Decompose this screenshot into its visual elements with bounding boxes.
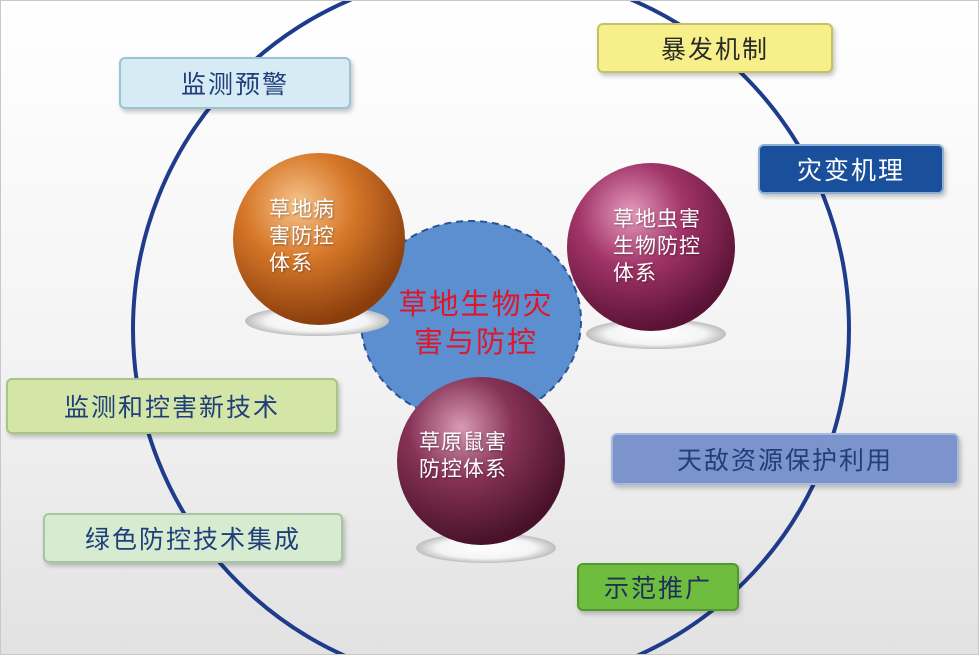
disease-sphere-label: 草地病 害防控 体系 xyxy=(269,197,335,275)
center-title-line-1: 草地生物灾 xyxy=(398,287,554,321)
box-outbreak-mechanism: 暴发机制 xyxy=(597,23,833,73)
insect-sphere-shadow xyxy=(586,319,726,349)
box-demonstration: 示范推广 xyxy=(577,563,739,611)
box-monitor-control-tech: 监测和控害新技术 xyxy=(6,378,338,434)
box-green-control: 绿色防控技术集成 xyxy=(43,513,343,563)
disease-sphere xyxy=(233,153,405,325)
rodent-sphere-shadow xyxy=(416,533,556,563)
box-natural-enemy: 天敌资源保护利用 xyxy=(611,433,959,485)
insect-sphere xyxy=(567,163,735,331)
box-disaster-mechanism: 灾变机理 xyxy=(758,144,944,194)
box-monitoring-warning: 监测预警 xyxy=(119,57,351,109)
outer-ring xyxy=(131,1,851,654)
rodent-sphere xyxy=(397,377,565,545)
center-title-line-2: 害与防控 xyxy=(413,325,538,359)
rodent-sphere-label: 草原鼠害 防控体系 xyxy=(419,430,507,481)
center-title: 草地生物灾 害与防控 xyxy=(381,285,571,361)
insect-sphere-label: 草地虫害 生物防控 体系 xyxy=(613,207,701,285)
